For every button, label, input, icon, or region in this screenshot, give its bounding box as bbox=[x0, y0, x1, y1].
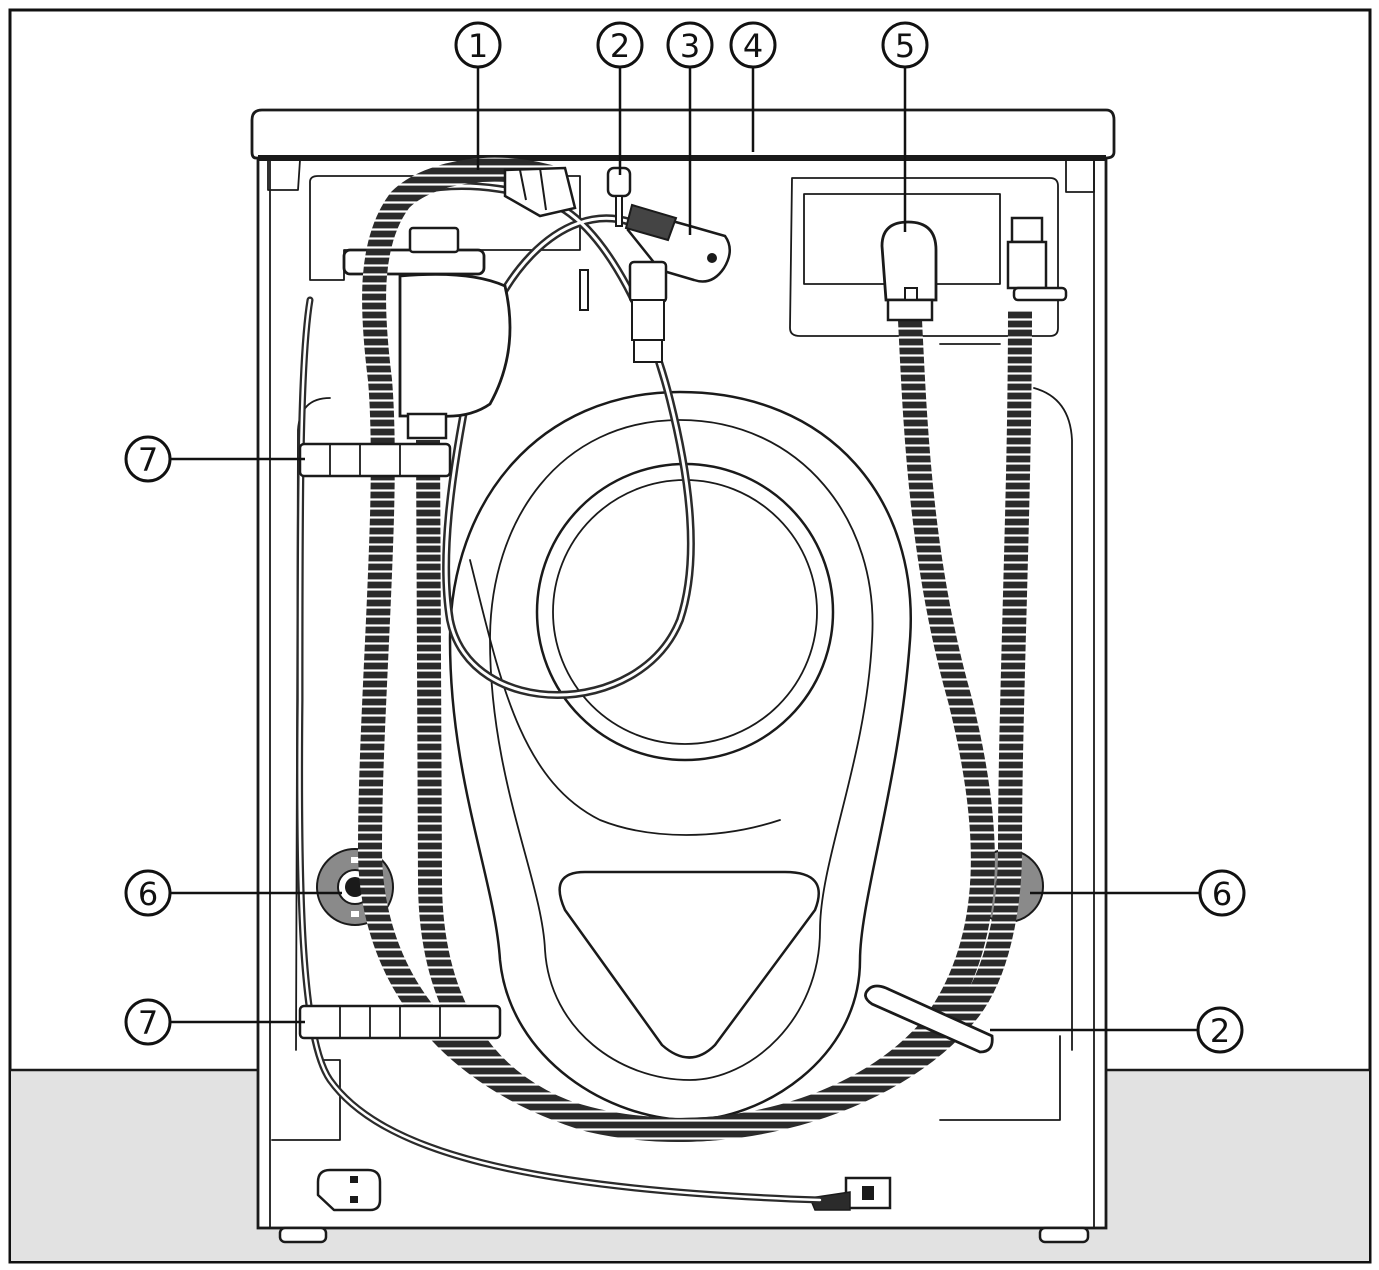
callout-5: 5 bbox=[881, 21, 929, 69]
svg-text:4: 4 bbox=[743, 27, 763, 65]
power-inlet bbox=[316, 1168, 382, 1212]
drain-outlet-elbow bbox=[880, 220, 938, 322]
svg-text:5: 5 bbox=[895, 27, 915, 65]
hose-holder-lower bbox=[298, 1004, 502, 1040]
hose-clip-upper bbox=[579, 166, 632, 311]
svg-text:1: 1 bbox=[468, 27, 488, 65]
callout-7-lower: 7 bbox=[124, 998, 172, 1046]
foot-left bbox=[278, 1226, 328, 1244]
drain-hose bbox=[416, 319, 995, 1142]
hose-holder-upper bbox=[298, 442, 452, 478]
svg-text:2: 2 bbox=[1210, 1012, 1230, 1050]
svg-text:7: 7 bbox=[138, 441, 158, 479]
mains-plug bbox=[624, 203, 731, 283]
lower-recess bbox=[558, 870, 820, 1059]
callout-4: 4 bbox=[729, 21, 777, 69]
svg-text:6: 6 bbox=[138, 875, 158, 913]
callout-2-bottom: 2 bbox=[1196, 1006, 1244, 1054]
svg-text:2: 2 bbox=[610, 27, 630, 65]
svg-text:6: 6 bbox=[1212, 875, 1232, 913]
callout-1: 1 bbox=[454, 21, 502, 69]
callout-6-right: 6 bbox=[1198, 869, 1246, 917]
hose-clip-lower bbox=[864, 984, 994, 1054]
inlet-hose-coupling bbox=[503, 166, 577, 218]
callout-7-upper: 7 bbox=[124, 435, 172, 483]
callout-3: 3 bbox=[666, 21, 714, 69]
svg-text:3: 3 bbox=[680, 27, 700, 65]
callout-2-top: 2 bbox=[596, 21, 644, 69]
callout-6-left: 6 bbox=[124, 869, 172, 917]
svg-text:7: 7 bbox=[138, 1004, 158, 1042]
inlet-hose bbox=[357, 157, 1032, 1142]
inlet-valve bbox=[628, 260, 668, 363]
top-lid bbox=[250, 108, 1116, 160]
foot-right bbox=[1038, 1226, 1090, 1244]
water-inlet-connector bbox=[1006, 216, 1068, 302]
